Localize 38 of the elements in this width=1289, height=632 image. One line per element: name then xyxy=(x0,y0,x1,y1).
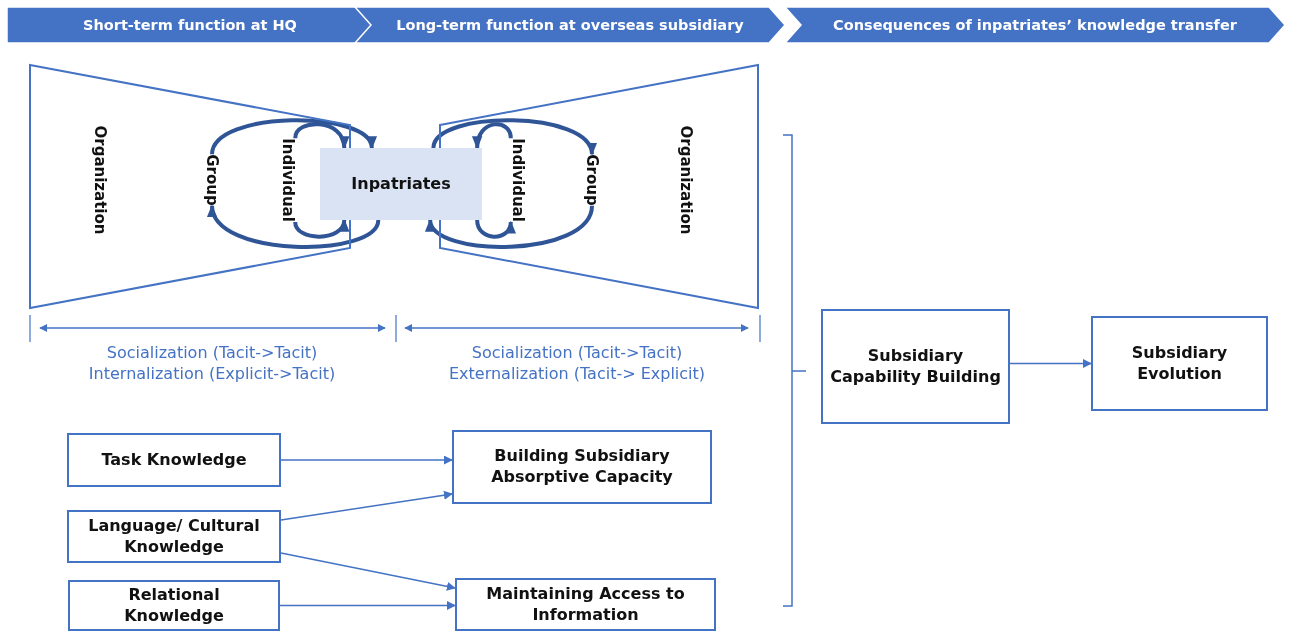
stage-label: Short-term function at HQ xyxy=(83,17,297,33)
stage-label: Long-term function at overseas subsidiary xyxy=(396,17,744,33)
curved-arrow xyxy=(293,122,348,150)
process-box: Task Knowledge xyxy=(67,433,281,487)
curved-arrow xyxy=(293,218,348,239)
process-box: Language/ Cultural Knowledge xyxy=(67,510,281,563)
arrow xyxy=(280,455,453,465)
mode-label: Socialization (Tacit->Tacit) xyxy=(471,343,683,362)
process-box: Subsidiary Capability Building xyxy=(821,309,1010,424)
knowledge-level-trapezoid xyxy=(30,65,350,308)
process-box: Maintaining Access to Information xyxy=(455,578,716,631)
mode-label: Externalization (Tacit-> Explicit) xyxy=(448,364,706,383)
level-label: Individual xyxy=(509,138,527,222)
arrow xyxy=(279,601,456,610)
curved-arrow xyxy=(431,118,594,156)
process-box: Relational Knowledge xyxy=(68,580,280,631)
arrow xyxy=(280,552,456,591)
level-label: Group xyxy=(583,154,601,206)
level-label: Individual xyxy=(279,138,297,222)
curved-arrow xyxy=(428,205,594,249)
stage-banner xyxy=(7,7,373,43)
level-label: Group xyxy=(203,154,221,206)
arrow xyxy=(280,490,453,521)
stage-banner xyxy=(785,7,1285,43)
curved-arrow xyxy=(475,219,515,239)
arrow xyxy=(1009,359,1092,368)
process-box: Building Subsidiary Absorptive Capacity xyxy=(452,430,712,504)
level-label: Organization xyxy=(91,125,109,235)
curved-arrow xyxy=(473,122,513,150)
stage-label: Consequences of inpatriates’ knowledge transfer xyxy=(833,17,1237,33)
inpatriates-box: Inpatriates xyxy=(320,148,482,220)
mode-label: Socialization (Tacit->Tacit) xyxy=(106,343,318,362)
process-box: Subsidiary Evolution xyxy=(1091,316,1268,411)
level-label: Organization xyxy=(677,125,695,235)
curved-arrow xyxy=(210,204,381,249)
curved-arrow xyxy=(210,118,374,155)
stage-banner xyxy=(355,7,785,43)
mode-label: Internalization (Explicit->Tacit) xyxy=(88,364,336,383)
